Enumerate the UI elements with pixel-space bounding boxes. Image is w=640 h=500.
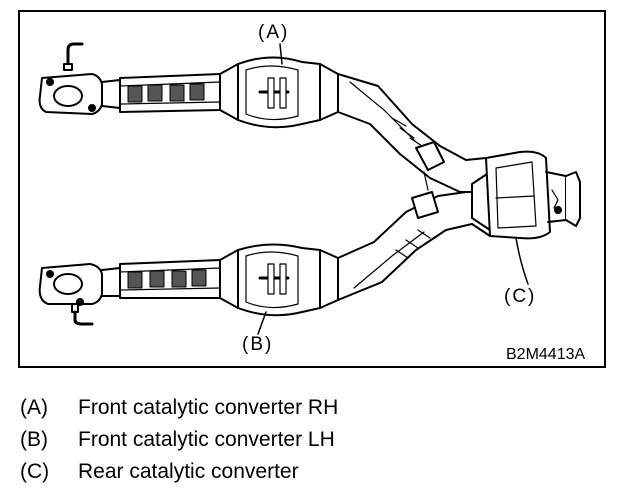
- callout-a: (A): [258, 22, 290, 43]
- legend-key: (A): [20, 396, 48, 419]
- legend-item-c: (C) Rear catalytic converter: [20, 460, 299, 484]
- lh-branch: [38, 191, 473, 326]
- legend-text: Rear catalytic converter: [78, 460, 299, 483]
- figure-frame: (A) (B) (C) B2M4413A: [18, 10, 606, 368]
- legend-item-a: (A) Front catalytic converter RH: [20, 396, 338, 420]
- exhaust-diagram: [38, 42, 581, 335]
- figure-code: B2M4413A: [506, 346, 586, 363]
- rh-branch: [38, 42, 467, 193]
- callout-b: (B): [242, 334, 274, 355]
- legend-text: Front catalytic converter RH: [78, 396, 339, 419]
- callout-c: (C): [504, 286, 537, 307]
- legend-text: Front catalytic converter LH: [78, 428, 335, 451]
- legend-key: (C): [20, 460, 50, 483]
- legend-key: (B): [20, 428, 48, 451]
- legend-item-b: (B) Front catalytic converter LH: [20, 428, 335, 452]
- rear-converter: [459, 150, 581, 240]
